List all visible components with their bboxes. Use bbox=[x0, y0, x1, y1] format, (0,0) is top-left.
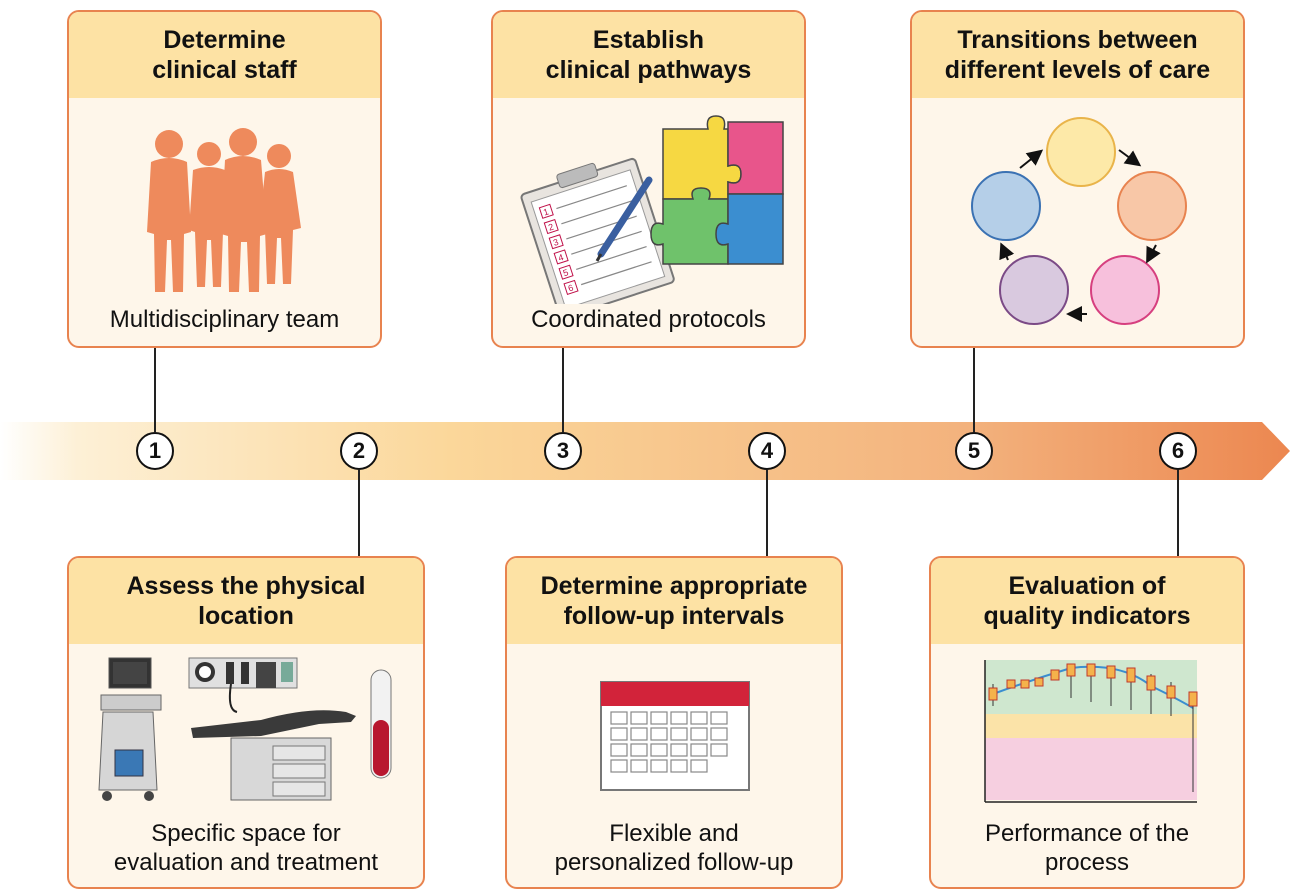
step-6-badge: 6 bbox=[1159, 432, 1197, 470]
connector-step-4 bbox=[766, 470, 768, 556]
card-title: Determine clinical staff bbox=[69, 12, 380, 98]
connector-step-1 bbox=[154, 346, 156, 432]
calendar-icon bbox=[600, 681, 750, 791]
card-caption: Specific space for evaluation and treatm… bbox=[113, 820, 379, 876]
step-2-badge: 2 bbox=[340, 432, 378, 470]
card-title: Determine appropriate follow-up interval… bbox=[507, 558, 841, 644]
step-1-badge: 1 bbox=[136, 432, 174, 470]
card-title: Assess the physical location bbox=[69, 558, 423, 644]
card-follow-up: Determine appropriate follow-up interval… bbox=[505, 556, 843, 889]
card-title: Transitions between different levels of … bbox=[912, 12, 1243, 98]
cycle-circles-icon bbox=[971, 117, 1187, 325]
card-clinical-staff: Determine clinical staff Multidisciplina… bbox=[67, 10, 382, 348]
card-caption: Flexible and personalized follow-up bbox=[554, 820, 794, 876]
connector-step-3 bbox=[562, 346, 564, 432]
step-3-badge: 3 bbox=[544, 432, 582, 470]
card-caption: Performance of the process bbox=[984, 820, 1190, 876]
connector-step-2 bbox=[358, 470, 360, 556]
connector-step-6 bbox=[1177, 470, 1179, 556]
connector-step-5 bbox=[973, 346, 975, 432]
card-quality-indicators: Evaluation of quality indicators bbox=[929, 556, 1245, 889]
card-physical-location: Assess the physical location Specific sp… bbox=[67, 556, 425, 889]
step-5-badge: 5 bbox=[955, 432, 993, 470]
checklist-num-3: 3 bbox=[552, 237, 560, 248]
card-levels-of-care: Transitions between different levels of … bbox=[910, 10, 1245, 348]
medical-room-equipment-icon bbox=[98, 657, 392, 801]
clipboard-and-puzzle-icon: 1 2 3 4 5 6 bbox=[520, 115, 784, 304]
timeline-arrow bbox=[0, 422, 1290, 480]
checklist-num-1: 1 bbox=[542, 206, 550, 217]
people-silhouettes-icon bbox=[147, 128, 301, 292]
checklist-num-5: 5 bbox=[562, 267, 570, 278]
card-caption: Multidisciplinary team bbox=[109, 306, 340, 333]
card-clinical-pathways: Establish clinical pathways 1 2 3 4 5 6 bbox=[491, 10, 806, 348]
card-caption: Coordinated protocols bbox=[531, 306, 766, 333]
step-4-badge: 4 bbox=[748, 432, 786, 470]
checklist-num-2: 2 bbox=[547, 222, 555, 233]
checklist-num-4: 4 bbox=[557, 252, 565, 263]
card-title: Evaluation of quality indicators bbox=[931, 558, 1243, 644]
card-title: Establish clinical pathways bbox=[493, 12, 804, 98]
checklist-num-6: 6 bbox=[567, 282, 575, 293]
control-chart-icon bbox=[984, 660, 1198, 803]
